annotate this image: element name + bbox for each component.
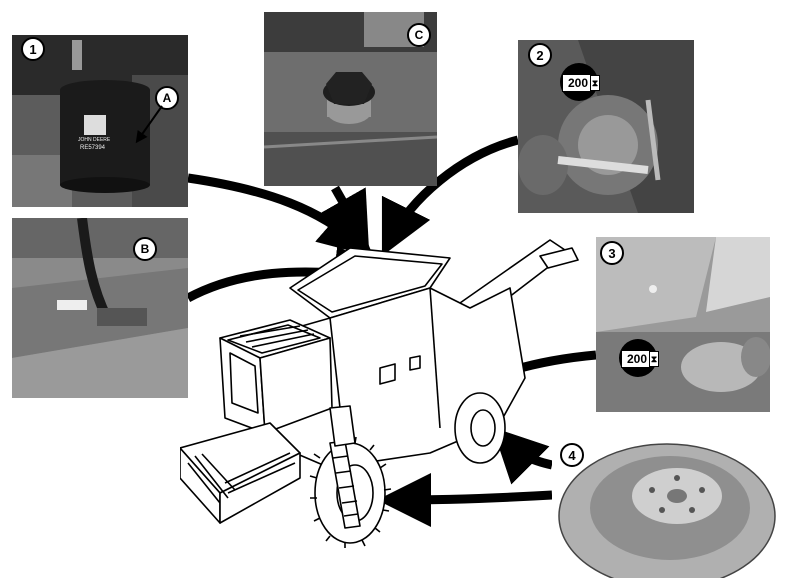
service-interval-badge-3: 200 ⧗ xyxy=(619,339,659,377)
callout-number-4: 4 xyxy=(560,443,584,467)
filter-part-text: RE57394 xyxy=(80,145,106,151)
arrow-photoC xyxy=(318,185,369,248)
hourglass-icon: ⧗ xyxy=(590,75,600,91)
callout-number-3: 3 xyxy=(600,241,624,265)
hours-label-2: 200 xyxy=(562,74,594,92)
combine-harvester-drawing xyxy=(180,239,579,548)
callout-letter-c: C xyxy=(407,23,431,47)
service-interval-badge-2: 200 ⧗ xyxy=(560,63,600,101)
arrow-photo4-a xyxy=(492,427,554,485)
photo-drain-valve xyxy=(12,218,188,398)
callout-letter-b: B xyxy=(133,237,157,261)
filter-brand-text: JOHN DEERE xyxy=(78,137,111,143)
callout-number-1: 1 xyxy=(21,37,45,61)
arrow-photo2 xyxy=(381,135,520,257)
arrow-photo4-b xyxy=(377,472,553,527)
callout-letter-a: A xyxy=(155,86,179,110)
photo-oil-filter: JOHN DEERE RE57394 xyxy=(12,35,188,207)
callout-number-2: 2 xyxy=(528,43,552,67)
photo-wheel-rim xyxy=(552,438,777,578)
photo-fan-belt xyxy=(518,40,694,213)
hourglass-icon: ⧗ xyxy=(649,351,659,367)
photo-gearbox xyxy=(596,237,770,412)
